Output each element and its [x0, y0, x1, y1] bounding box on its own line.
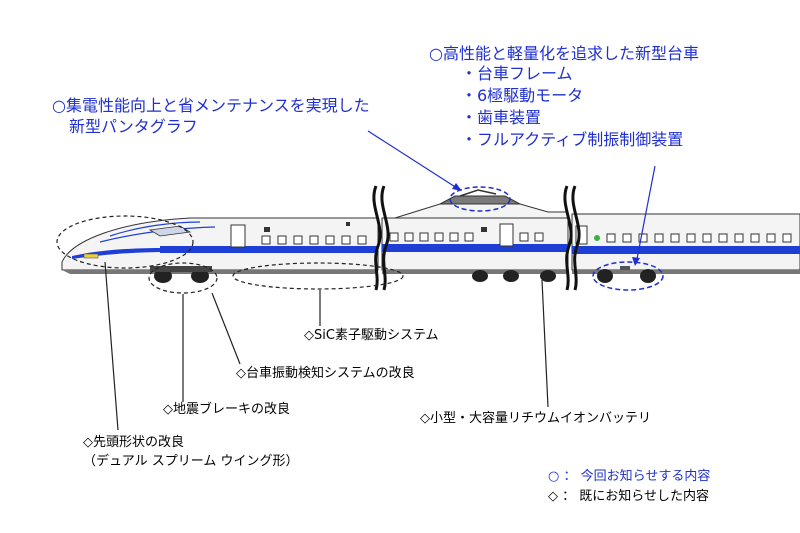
bogie-highlight: [592, 261, 664, 291]
leader-lines-black: [104, 261, 549, 431]
bogie-item-motor: ・6極駆動モータ: [461, 86, 584, 105]
trailing-car-windows: [606, 233, 792, 243]
bogie-item-frame: ・台車フレーム: [461, 64, 573, 83]
bogie-callout-list: ・台車フレーム ・6極駆動モータ ・歯車装置 ・フルアクティブ制振制御装置: [461, 63, 683, 151]
middle-car-wheels: [472, 270, 556, 282]
nose-shape-sublabel: （デュアル スプリーム ウイング形）: [83, 454, 299, 469]
bogie-item-damper: ・フルアクティブ制振制御装置: [461, 130, 684, 149]
legend-known-info: ◇ ： 既にお知らせした内容: [548, 489, 710, 504]
lead-car: [61, 217, 379, 274]
arrowheads: [452, 183, 640, 266]
break-mark-right: [563, 185, 581, 291]
lead-car-wheels: [150, 266, 212, 283]
sic-highlight: [232, 262, 404, 290]
pantograph-highlight: [449, 186, 511, 212]
middle-car: [381, 189, 569, 274]
lead-car-windows: [261, 235, 367, 245]
sic-drive-label: ◇SiC素子駆動システム: [304, 328, 439, 343]
quake-brake-label: ◇地震ブレーキの改良: [163, 402, 290, 417]
bogie-detect-highlight: [148, 262, 218, 294]
middle-car-windows: [389, 232, 544, 242]
battery-label: ◇小型・大容量リチウムイオンバッテリ: [420, 411, 651, 426]
nose-highlight: [56, 215, 194, 269]
trailing-car-wheels: [597, 269, 656, 283]
bogie-item-gear: ・歯車装置: [461, 108, 542, 127]
pantograph-callout-line1: ○集電性能向上と省メンテナンスを実現した: [52, 96, 370, 115]
leader-lines-blue: [367, 130, 656, 265]
break-mark-left: [372, 185, 390, 291]
pantograph-callout-line2: 新型パンタグラフ: [69, 117, 198, 136]
legend-new-info: ○ ： 今回お知らせする内容: [548, 469, 711, 484]
bogie-detect-label: ◇台車振動検知システムの改良: [236, 366, 415, 381]
bogie-callout-title: ○高性能と軽量化を追求した新型台車: [429, 44, 699, 63]
nose-shape-label: ◇先頭形状の改良: [83, 435, 184, 450]
